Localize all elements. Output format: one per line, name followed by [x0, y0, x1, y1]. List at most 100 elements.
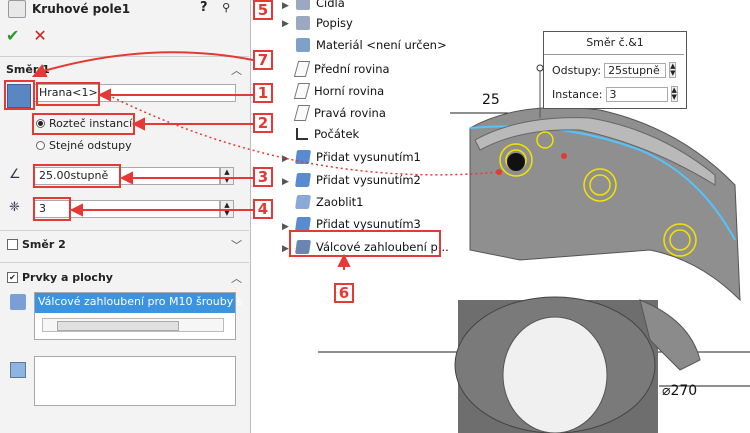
- tree-item-label: Popisy: [316, 16, 353, 30]
- callout-4: 4: [253, 199, 273, 219]
- link-endpoint: [496, 169, 502, 175]
- sensor-icon: [296, 0, 310, 10]
- expand-icon[interactable]: ▶: [282, 244, 289, 254]
- angle-icon: ∠: [9, 167, 21, 182]
- pattern-axis-value: Hrana<1>: [39, 86, 98, 99]
- help-icon[interactable]: ?: [200, 0, 208, 15]
- chevron-up-icon[interactable]: ︿: [231, 272, 242, 285]
- highlight-6: [289, 230, 441, 257]
- dim-spacing-spinner[interactable]: ▲▼: [669, 62, 677, 78]
- highlight-3: [33, 164, 121, 188]
- tree-item[interactable]: Přidat vysunutím1: [295, 150, 421, 164]
- tree-item[interactable]: Přidat vysunutím2: [295, 173, 421, 187]
- highlight-2: [32, 113, 135, 135]
- highlight-7: [4, 80, 35, 110]
- tree-item[interactable]: Zaoblit1: [295, 195, 364, 209]
- dim-270-label: ⌀270: [662, 383, 697, 399]
- panel-title-text: Kruhové pole1: [32, 2, 131, 16]
- expand-icon[interactable]: ▶: [282, 222, 289, 232]
- tree-item-label: Přidat vysunutím2: [316, 173, 421, 187]
- dim-25-label: 25: [482, 92, 500, 108]
- direction2-checkbox[interactable]: Směr 2: [7, 238, 66, 251]
- expand-icon[interactable]: ▶: [282, 154, 289, 164]
- radio-equal-spacing[interactable]: Stejné odstupy: [36, 139, 132, 152]
- cancel-button[interactable]: ✕: [33, 26, 47, 45]
- dim-spacing-value[interactable]: 25stupně: [604, 62, 667, 78]
- tree-item-label: Zaoblit1: [316, 195, 364, 209]
- seed-hole: [507, 153, 525, 171]
- radio-dot[interactable]: [36, 141, 45, 150]
- radio-instance-spacing[interactable]: Rozteč instancí: [36, 117, 132, 130]
- dim-instances-value[interactable]: 3: [605, 86, 668, 102]
- callout-5: 5: [253, 0, 273, 20]
- features-icon: [10, 294, 26, 310]
- dim-box-title: Směr č.&1: [586, 36, 644, 49]
- property-manager: Kruhové pole1 ? ⚲ ✔ ✕ Směr 1 ︿ Hrana<1> …: [0, 0, 251, 433]
- dim-instances-spinner[interactable]: ▲▼: [670, 86, 678, 102]
- tree-item-label: Přední rovina: [314, 62, 390, 76]
- callout-2: 2: [253, 113, 273, 133]
- divider: [544, 54, 684, 55]
- expand-icon[interactable]: ▶: [282, 19, 289, 29]
- features-list-item[interactable]: Válcové zahloubení pro M10 šrouby s: [35, 293, 242, 313]
- dim-instances-label: Instance:: [552, 87, 603, 101]
- part-edge: [639, 299, 701, 371]
- angle-spinner[interactable]: ▲▼: [220, 167, 234, 185]
- highlight-1: [36, 82, 100, 106]
- annotations-icon: [296, 16, 310, 30]
- tree-item-label: Čidla: [316, 0, 345, 10]
- features-faces-checkbox[interactable]: ✔ Prvky a plochy: [7, 271, 113, 284]
- direction2-label: Směr 2: [22, 238, 66, 251]
- radio-instance-spacing-label: Rozteč instancí: [49, 117, 133, 130]
- callout-3: 3: [253, 167, 273, 187]
- divider: [0, 56, 249, 57]
- help-button[interactable]: ? ⚲: [200, 0, 230, 15]
- faces-icon: [10, 362, 26, 378]
- tree-item[interactable]: Čidla: [296, 0, 345, 10]
- chevron-down-icon[interactable]: ﹀: [231, 239, 242, 252]
- tree-item-label: Pravá rovina: [314, 106, 386, 120]
- checkbox-box[interactable]: ✔: [7, 272, 18, 283]
- tree-item-label: Válcové zahloubení p...: [316, 240, 449, 254]
- features-list[interactable]: Válcové zahloubení pro M10 šrouby s: [34, 292, 242, 340]
- tree-item[interactable]: Válcové zahloubení p...: [295, 240, 449, 254]
- tree-item[interactable]: Pravá rovina: [293, 105, 386, 121]
- pin-icon[interactable]: ⚲: [222, 1, 231, 14]
- radio-dot[interactable]: [36, 119, 45, 128]
- material-icon: [296, 38, 310, 52]
- tree-item[interactable]: Popisy: [296, 16, 353, 30]
- scrollbar-thumb[interactable]: [57, 321, 179, 331]
- divider: [0, 230, 249, 231]
- divider: [0, 262, 249, 263]
- callout-1: 1: [253, 83, 273, 103]
- pattern-dim-box[interactable]: Směr č.&1 Odstupy: 25stupně ▲▼ Instance:…: [543, 31, 687, 109]
- pattern-axis-field[interactable]: Hrana<1>: [34, 84, 236, 102]
- reverse-direction-button[interactable]: [7, 84, 31, 108]
- tree-item[interactable]: Přední rovina: [293, 61, 390, 77]
- radio-equal-spacing-label: Stejné odstupy: [49, 139, 132, 152]
- tree-item[interactable]: Materiál <není určen>: [296, 38, 447, 52]
- features-scrollbar[interactable]: [42, 318, 224, 332]
- pattern-preview: [499, 131, 697, 257]
- ok-button[interactable]: ✔: [6, 26, 20, 45]
- expand-icon[interactable]: ▶: [282, 177, 289, 187]
- tree-item-label: Počátek: [314, 127, 360, 141]
- chevron-up-icon[interactable]: ︿: [231, 64, 242, 77]
- callout-7: 7: [253, 50, 273, 70]
- tree-item[interactable]: Přidat vysunutím3: [295, 217, 421, 231]
- selection-link: [107, 94, 501, 176]
- tree-item[interactable]: Počátek: [296, 127, 359, 141]
- checkbox-box[interactable]: [7, 239, 18, 250]
- instances-value: 3: [39, 202, 46, 215]
- tree-item-label: Materiál <není určen>: [316, 38, 447, 52]
- panel-title: Kruhové pole1: [8, 0, 130, 18]
- hub-bore: [502, 316, 608, 433]
- expand-icon[interactable]: ▶: [282, 1, 289, 11]
- faces-list[interactable]: [34, 356, 236, 406]
- dim-instances-row: Instance: 3 ▲▼: [552, 86, 678, 102]
- origin-icon: [296, 128, 308, 140]
- tree-item[interactable]: Horní rovina: [293, 83, 384, 99]
- features-faces-label: Prvky a plochy: [22, 271, 113, 284]
- part-top-face: [474, 117, 716, 186]
